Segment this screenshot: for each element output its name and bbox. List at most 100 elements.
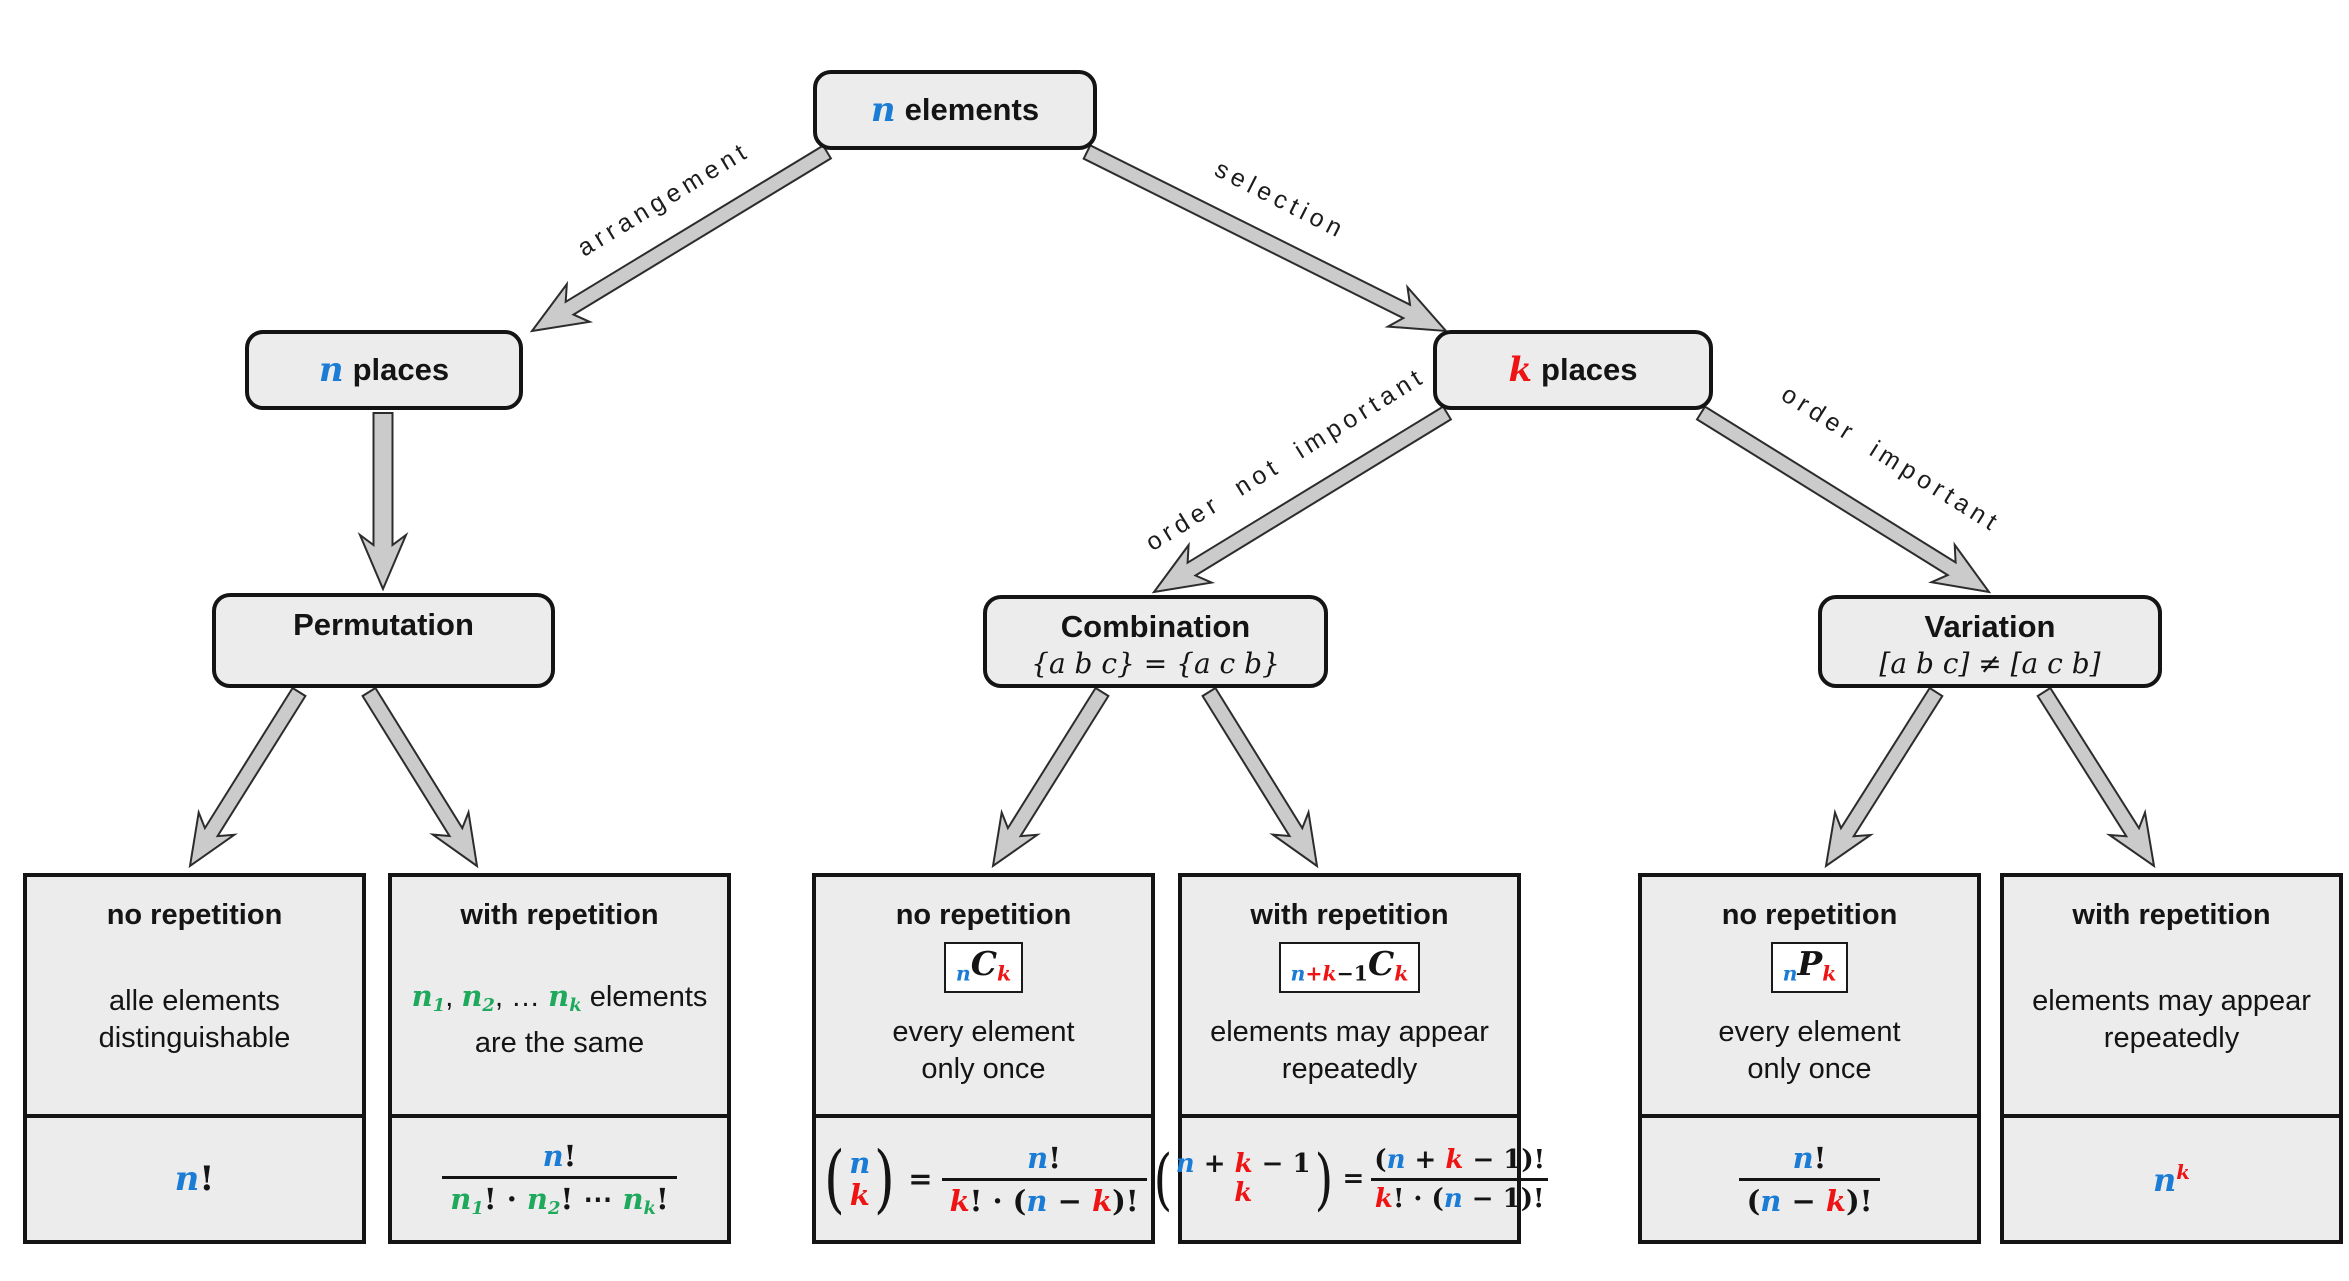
math-token: n bbox=[411, 979, 433, 1014]
math-token: n bbox=[542, 1138, 564, 1173]
leaf-title: with repetition bbox=[460, 899, 659, 931]
right-paren: ) bbox=[1314, 1139, 1333, 1218]
fraction: n! n1! · n2! ⋯ nk! bbox=[442, 1138, 677, 1220]
description-line: n1, n2, … nk elements bbox=[412, 978, 708, 1024]
variable-n: n bbox=[870, 90, 896, 130]
math-token: C bbox=[970, 944, 997, 983]
fraction: (n + k − 1)! k! · (n − 1)! bbox=[1370, 1145, 1549, 1214]
binomial-top: n + k − 1 bbox=[1176, 1149, 1311, 1179]
math-token: k bbox=[1322, 961, 1337, 986]
leaf-variation-no-repetition: no repetition nPk every element only onc… bbox=[1638, 873, 1981, 1244]
block-arrow bbox=[1201, 686, 1319, 869]
leaf-formula: n! (n − k)! bbox=[1642, 1114, 1977, 1240]
math-token: k bbox=[996, 961, 1012, 986]
binomial-coefficient: ( n + k − 1 k ) bbox=[1150, 1139, 1337, 1218]
formula-expression: nk bbox=[2153, 1160, 2190, 1199]
math-token: )! bbox=[1845, 1183, 1873, 1218]
math-token: every element bbox=[1718, 1015, 1901, 1048]
math-token: k bbox=[1445, 1144, 1464, 1175]
math-token: ! bbox=[563, 1138, 577, 1173]
leaf-formula: n! n1! · n2! ⋯ nk! bbox=[392, 1114, 727, 1240]
leaf-description-section: no repetition nPk every element only onc… bbox=[1642, 877, 1977, 1114]
node-label: places bbox=[352, 352, 450, 387]
leaf-description-section: with repetition elements may appear repe… bbox=[2004, 877, 2339, 1114]
block-arrow bbox=[2036, 686, 2156, 869]
block-arrow bbox=[1151, 405, 1453, 594]
math-token: 2 bbox=[548, 1198, 561, 1220]
leaf-description: alle elements distinguishable bbox=[99, 932, 291, 1114]
right-paren: ) bbox=[874, 1135, 896, 1222]
binomial-bottom: k bbox=[850, 1179, 870, 1211]
math-token: 2 bbox=[482, 995, 495, 1017]
math-token: ! bbox=[1048, 1140, 1061, 1175]
block-arrow bbox=[1695, 405, 1992, 594]
leaf-permutation-with-repetition: with repetition n1, n2, … nk elements ar… bbox=[388, 873, 731, 1244]
block-arrow bbox=[1824, 686, 1944, 869]
math-token: n bbox=[1386, 1144, 1406, 1175]
fraction-denominator: n1! · n2! ⋯ nk! bbox=[442, 1175, 677, 1220]
math-token: k bbox=[1092, 1183, 1113, 1218]
math-token: n bbox=[1290, 961, 1306, 986]
leaf-formula: nk bbox=[2004, 1114, 2339, 1240]
description-line: elements may appear bbox=[2032, 983, 2311, 1020]
node-n-elements: n elements bbox=[813, 70, 1097, 150]
math-token: 1 bbox=[432, 995, 446, 1017]
equals-sign: = bbox=[908, 1162, 933, 1196]
math-token: n bbox=[1760, 1183, 1782, 1218]
math-token: k bbox=[1234, 1178, 1253, 1208]
math-token: k bbox=[1374, 1183, 1393, 1214]
binomial-coefficient: ( n k ) bbox=[820, 1135, 899, 1222]
leaf-title: no repetition bbox=[895, 899, 1072, 931]
leaf-combination-no-repetition: no repetition nCk every element only onc… bbox=[812, 873, 1155, 1244]
node-label: elements bbox=[904, 92, 1040, 127]
category-title: Combination bbox=[1060, 609, 1251, 644]
math-token: n bbox=[622, 1181, 644, 1216]
math-token: − 1)! bbox=[1463, 1144, 1546, 1175]
math-token: elements may appear bbox=[2032, 985, 2311, 1017]
math-token: 1 bbox=[1353, 961, 1369, 986]
math-token: ! · ( bbox=[969, 1183, 1027, 1218]
math-token: n bbox=[1026, 1183, 1048, 1218]
math-token: elements may appear bbox=[1210, 1015, 1489, 1048]
variable-n: n bbox=[318, 350, 344, 390]
math-token: every element bbox=[892, 1015, 1075, 1048]
math-token: ! bbox=[656, 1181, 669, 1216]
binomial-top: n bbox=[849, 1146, 870, 1179]
node-label: places bbox=[1541, 352, 1638, 387]
math-token: k bbox=[1394, 961, 1409, 986]
math-token: n bbox=[548, 979, 570, 1014]
leaf-title: no repetition bbox=[106, 899, 283, 931]
math-token: ! bbox=[199, 1159, 215, 1199]
formula-symbol-badge: nCk bbox=[943, 942, 1024, 994]
leaf-description: every element only once bbox=[1718, 993, 1900, 1114]
math-token: k bbox=[569, 995, 582, 1017]
math-token: − bbox=[1781, 1183, 1826, 1218]
leaf-description: n1, n2, … nk elements are the same bbox=[412, 932, 708, 1114]
formula-symbol-badge: nPk bbox=[1770, 942, 1849, 994]
equals-sign: = bbox=[1342, 1164, 1365, 1194]
block-arrow bbox=[188, 686, 307, 869]
math-token: − bbox=[1336, 961, 1354, 986]
fraction-numerator: n! bbox=[1785, 1141, 1835, 1178]
math-token: k bbox=[643, 1198, 656, 1220]
node-combination: Combination {a b c} = {a c b} bbox=[983, 595, 1328, 688]
math-token: + bbox=[1405, 1144, 1446, 1175]
math-token: 1 bbox=[471, 1198, 484, 1220]
leaf-description-section: with repetition n1, n2, … nk elements ar… bbox=[392, 877, 727, 1114]
node-k-places: k places bbox=[1433, 330, 1713, 410]
fraction: n! (n − k)! bbox=[1738, 1141, 1881, 1218]
leaf-description-section: with repetition n+k−1Ck elements may app… bbox=[1182, 877, 1517, 1114]
leaf-title: with repetition bbox=[1250, 899, 1449, 931]
description-line: distinguishable bbox=[98, 1022, 291, 1054]
math-token: ! · bbox=[483, 1181, 527, 1216]
category-subtitle: {a b c} = {a c b} bbox=[1031, 647, 1280, 680]
math-token: n bbox=[174, 1159, 200, 1199]
leaf-title: no repetition bbox=[1721, 899, 1898, 931]
math-token: n bbox=[450, 1181, 472, 1216]
block-arrow bbox=[361, 686, 479, 869]
description-line: are the same bbox=[474, 1026, 645, 1059]
math-token: k bbox=[849, 1178, 870, 1212]
math-token: ! bbox=[1813, 1140, 1827, 1175]
